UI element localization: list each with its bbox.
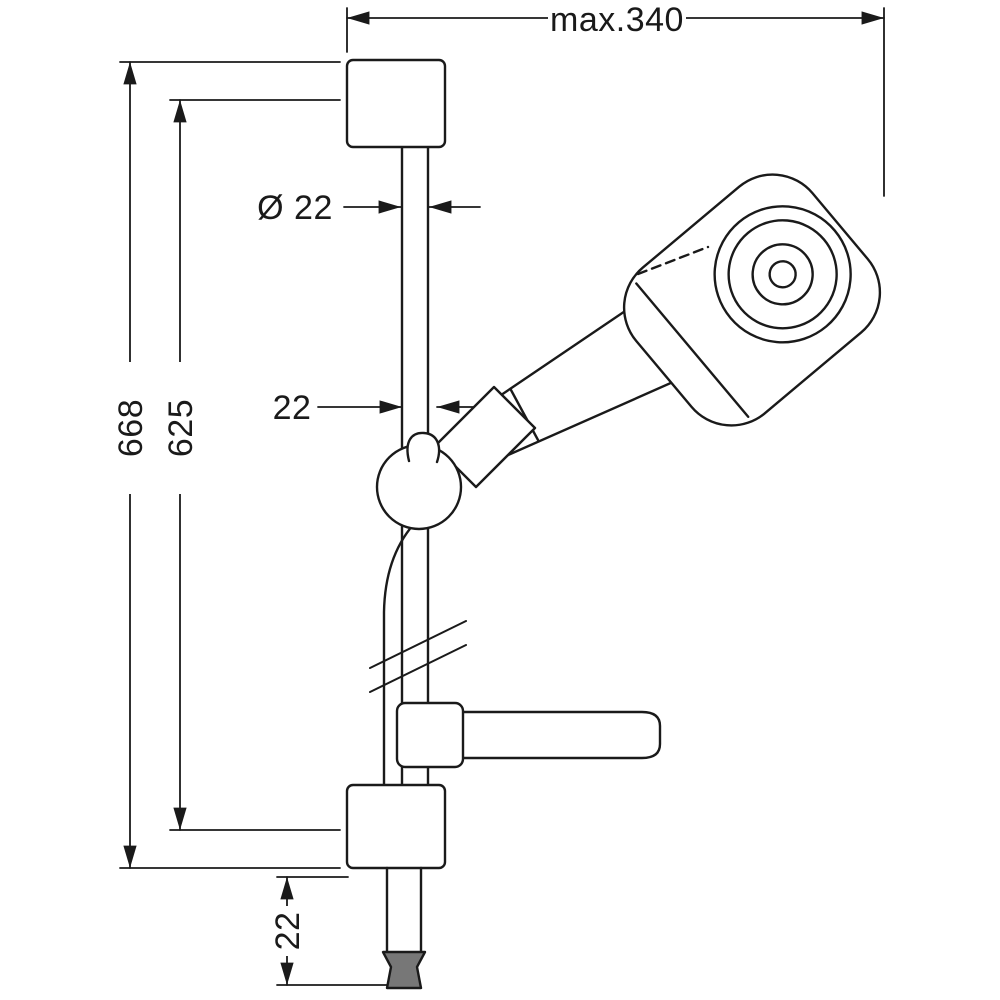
- label-mask-668: [110, 362, 150, 494]
- shower-head: [622, 173, 882, 427]
- label-mask-bottom22: [266, 906, 308, 956]
- wall-bracket-top: [345, 58, 447, 149]
- head-axis-dash: [636, 245, 710, 276]
- head-rim-line: [635, 282, 750, 418]
- spray-ring-center: [768, 260, 797, 289]
- dim-label-bottom-clearance: 22: [269, 912, 307, 951]
- spray-ring-mid: [727, 219, 838, 330]
- head-body: [622, 173, 882, 427]
- hose-lower: [381, 866, 427, 990]
- spray-ring-inner: [751, 243, 814, 306]
- label-mask-max-width: [548, 2, 686, 34]
- wall-bracket-bottom: [345, 783, 447, 870]
- soap-dish-clamp: [395, 701, 465, 769]
- spray-ring-outer: [713, 205, 852, 344]
- holder-hook: [406, 431, 441, 464]
- dim-label-holder-offset: 22: [273, 389, 312, 427]
- dim-label-max-width: max.340: [550, 1, 684, 39]
- shower-set: [345, 58, 882, 990]
- dim-label-total-height: 668: [112, 399, 150, 457]
- label-mask-625: [160, 362, 200, 494]
- dimension-labels: max.340 668 625 Ø 22 22 22: [110, 1, 686, 956]
- dimension-lines: [119, 7, 885, 986]
- rail-break-lines: [369, 620, 467, 693]
- hose-behind-rail: [382, 523, 415, 789]
- break-line-lower: [369, 644, 467, 693]
- dim-label-diameter: Ø 22: [257, 189, 333, 227]
- dim-label-rail-height: 625: [162, 399, 200, 457]
- handle-cone-line: [509, 388, 540, 442]
- hose-connector-cone: [381, 950, 427, 990]
- holder-cup: [433, 385, 537, 489]
- soap-dish: [395, 701, 662, 769]
- soap-dish-arm: [458, 710, 662, 760]
- break-line-upper: [369, 620, 467, 669]
